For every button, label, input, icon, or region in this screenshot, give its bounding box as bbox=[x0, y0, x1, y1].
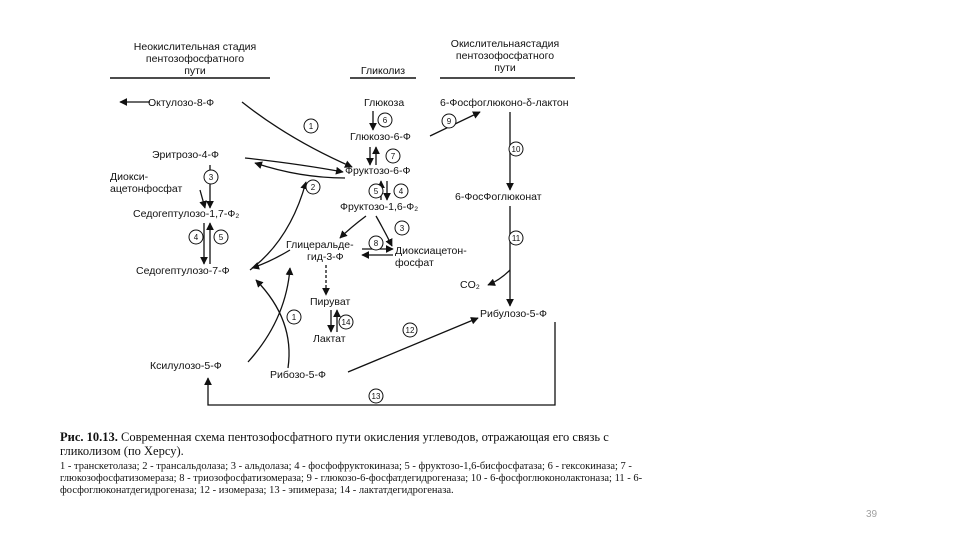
header-right-line1: Окислительнаястадия bbox=[451, 38, 559, 50]
arrow-ribose-ribulose bbox=[347, 317, 479, 373]
node-dhap-right-line2: фосфат bbox=[395, 257, 434, 269]
enzyme-number-1-top: 1 bbox=[309, 122, 314, 131]
arrow-co2-release bbox=[487, 269, 511, 286]
enzyme-badge-9: 9 bbox=[441, 113, 457, 129]
node-fructose-6p: Фруктозо-6-Ф bbox=[345, 165, 410, 177]
enzyme-badge-1-bottom: 1 bbox=[286, 309, 302, 325]
enzyme-badge-10: 10 bbox=[508, 141, 524, 157]
node-ribose-5p: Рибозо-5-Ф bbox=[270, 369, 326, 381]
node-ribulose-5p: Рибулозо-5-Ф bbox=[480, 308, 547, 320]
enzyme-badge-8: 8 bbox=[368, 235, 384, 251]
arrow-ribulose-xylulose bbox=[204, 322, 556, 406]
arrow-ribose-s7p bbox=[255, 279, 290, 369]
enzyme-number-4-center: 4 bbox=[399, 187, 404, 196]
node-phosphogluconolactone: 6-Фосфоглюконо-δ-лактон bbox=[440, 97, 569, 109]
enzyme-number-1-bottom: 1 bbox=[292, 313, 297, 322]
enzyme-badge-3-left: 3 bbox=[203, 169, 219, 185]
arrow-erythrose-f6p bbox=[244, 157, 344, 175]
enzyme-legend: 1 - транскетолаза; 2 - трансальдолаза; 3… bbox=[60, 461, 643, 496]
header-left-line2: пентозофосфатного bbox=[146, 53, 244, 65]
node-lactate: Лактат bbox=[313, 333, 346, 345]
enzyme-number-13: 13 bbox=[372, 392, 381, 401]
header-right-line3: пути bbox=[494, 62, 516, 74]
enzyme-number-3-center: 3 bbox=[400, 224, 405, 233]
enzyme-badge-3-center: 3 bbox=[394, 220, 410, 236]
enzyme-badge-12: 12 bbox=[402, 322, 418, 338]
page-number: 39 bbox=[866, 509, 878, 520]
enzyme-number-14: 14 bbox=[342, 318, 351, 327]
enzyme-badge-4-center: 4 bbox=[393, 183, 409, 199]
node-glucose: Глюкоза bbox=[364, 97, 404, 109]
node-xylulose-5p: Ксилулозо-5-Ф bbox=[150, 360, 222, 372]
enzyme-number-11: 11 bbox=[512, 234, 521, 243]
arrow-fbp-dhap bbox=[375, 215, 393, 247]
enzyme-badge-6: 6 bbox=[377, 112, 393, 128]
enzyme-badge-2: 2 bbox=[305, 179, 321, 195]
node-dhap-left-line2: ацетонфосфат bbox=[110, 183, 183, 195]
header-left-line3: пути bbox=[184, 65, 206, 77]
node-sedoheptulose-17bp: Седогептулозо-1,7-Ф₂ bbox=[133, 208, 239, 220]
header-left-line1: Неокислительная стадия bbox=[134, 41, 256, 53]
header-right-line2: пентозофосфатного bbox=[456, 50, 554, 62]
node-octulose-8p: Октулозо-8-Ф bbox=[148, 97, 214, 109]
node-co2: CO₂ bbox=[460, 279, 480, 291]
enzyme-number-3-left: 3 bbox=[209, 173, 214, 182]
enzyme-badge-1-top: 1 bbox=[303, 118, 319, 134]
arrow-dhap-sbp bbox=[199, 189, 207, 209]
node-erythrose-4p: Эритрозо-4-Ф bbox=[152, 149, 219, 161]
node-gap-line1: Глицеральде- bbox=[286, 239, 354, 251]
enzyme-number-6: 6 bbox=[383, 116, 388, 125]
enzyme-badge-7: 7 bbox=[385, 148, 401, 164]
node-glucose-6p: Глюкозо-6-Ф bbox=[350, 131, 411, 143]
enzyme-badge-4-left: 4 bbox=[188, 229, 204, 245]
node-gap-line2: гид-3-Ф bbox=[307, 251, 344, 263]
enzyme-number-12: 12 bbox=[406, 326, 415, 335]
enzyme-badge-5-center: 5 bbox=[368, 183, 384, 199]
enzyme-badge-5-left: 5 bbox=[213, 229, 229, 245]
node-pyruvate: Пируват bbox=[310, 296, 350, 308]
enzyme-number-4-left: 4 bbox=[194, 233, 199, 242]
enzyme-number-8: 8 bbox=[374, 239, 379, 248]
enzyme-number-7: 7 bbox=[391, 152, 396, 161]
node-fructose-16bp: Фруктозо-1,6-Ф₂ bbox=[340, 201, 418, 213]
node-dhap-left-line1: Диокси- bbox=[110, 171, 149, 183]
enzyme-number-9: 9 bbox=[447, 117, 452, 126]
enzyme-number-5-center: 5 bbox=[374, 187, 379, 196]
enzyme-number-10: 10 bbox=[512, 145, 521, 154]
enzyme-number-5-left: 5 bbox=[219, 233, 224, 242]
arrow-fbp-gap bbox=[339, 215, 367, 239]
arrow-f6p-erythrose bbox=[254, 161, 346, 179]
figure-caption-text: Современная схема пентозофосфатного пути… bbox=[60, 430, 609, 458]
enzyme-badge-14: 14 bbox=[338, 314, 354, 330]
node-dhap-right-line1: Диоксиацетон- bbox=[395, 245, 467, 257]
header-center: Гликолиз bbox=[361, 65, 405, 77]
figure-caption: Рис. 10.13. Современная схема пентозофос… bbox=[60, 430, 670, 458]
node-6-phosphogluconate: 6-ФосФоглюконат bbox=[455, 191, 542, 203]
enzyme-badge-13: 13 bbox=[368, 388, 384, 404]
figure-label: Рис. 10.13. bbox=[60, 430, 118, 444]
node-sedoheptulose-7p: Седогептулозо-7-Ф bbox=[136, 265, 230, 277]
enzyme-number-2: 2 bbox=[311, 183, 316, 192]
enzyme-badge-11: 11 bbox=[508, 230, 524, 246]
arrow-octulose-f6p bbox=[241, 101, 353, 168]
arrow-gap-s7p bbox=[251, 249, 291, 270]
arrow-xylulose-gap bbox=[247, 267, 294, 363]
